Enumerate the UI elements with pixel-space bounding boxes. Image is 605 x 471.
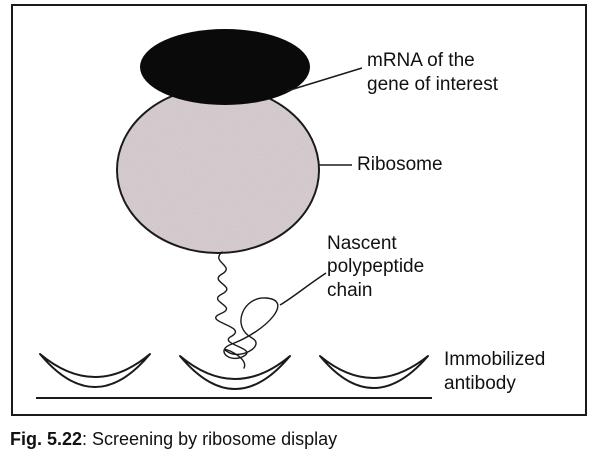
figure-frame (11, 4, 587, 416)
antibody-left (39, 353, 151, 388)
antibody-right (319, 355, 429, 389)
figure-caption: Fig. 5.22: Screening by ribosome display (10, 428, 337, 450)
mrna-shape (140, 29, 310, 105)
antibody-label-line1: Immobilized (444, 349, 546, 370)
polypeptide-label-line1: Nascent (327, 233, 397, 254)
polypeptide-leader-line (279, 272, 327, 306)
figure-number: Fig. 5.22 (10, 429, 83, 449)
antibody-middle (179, 355, 291, 390)
ribosome-label: Ribosome (357, 154, 443, 175)
polypeptide-label-line3: chain (327, 280, 373, 301)
antibody-label-line2: antibody (444, 373, 516, 394)
mrna-leader-line (286, 67, 363, 92)
polypeptide-chain (215, 251, 279, 369)
mrna-label-line1: mRNA of the (367, 50, 475, 71)
mrna-label-line2: gene of interest (367, 74, 498, 95)
ribosome-texture (118, 88, 318, 252)
polypeptide-label-line2: polypeptide (327, 256, 425, 277)
figure-caption-text: : Screening by ribosome display (82, 429, 338, 449)
